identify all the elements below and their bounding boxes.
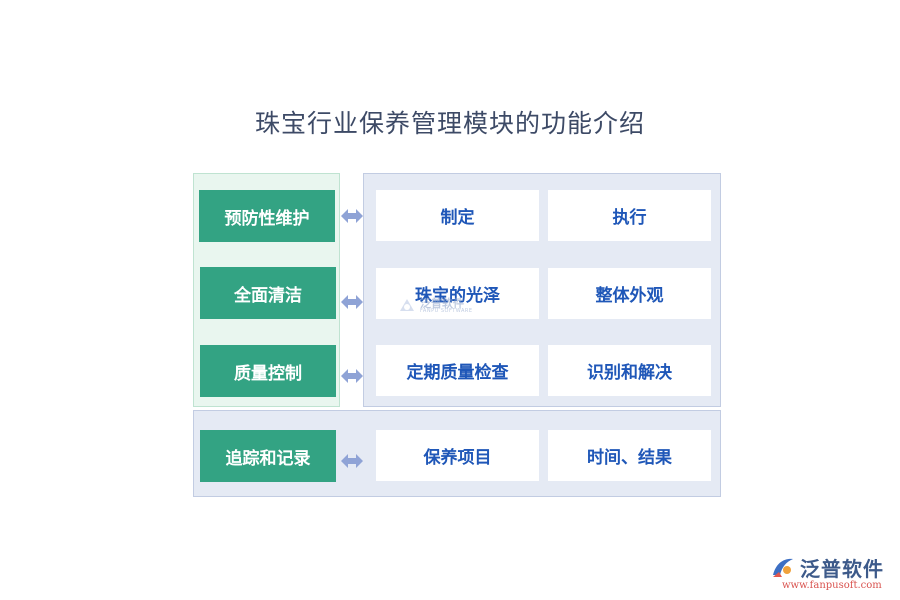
diagram-title: 珠宝行业保养管理模块的功能介绍: [254, 109, 645, 138]
watermark-en: FANPU SOFTWARE: [420, 308, 473, 314]
item-maintenance-project: 保养项目: [376, 430, 539, 481]
double-arrow-icon: [341, 295, 363, 309]
double-arrow-icon: [341, 454, 363, 468]
fanpu-logo: 泛普软件: [770, 553, 884, 582]
logo-url: www.fanpusoft.com: [782, 580, 882, 591]
fanpu-watermark-icon: [400, 299, 414, 311]
category-quality-control: 质量控制: [200, 345, 336, 397]
double-arrow-icon: [341, 209, 363, 223]
item-time-and-result: 时间、结果: [548, 430, 711, 481]
category-tracking-and-recording: 追踪和记录: [200, 430, 336, 482]
item-periodic-quality-check: 定期质量检查: [376, 345, 539, 396]
item-formulate: 制定: [376, 190, 539, 241]
item-identify-and-resolve: 识别和解决: [548, 345, 711, 396]
item-execute: 执行: [548, 190, 711, 241]
watermark: 泛普软件 FANPU SOFTWARE: [398, 297, 473, 315]
category-preventive-maintenance: 预防性维护: [199, 190, 335, 242]
double-arrow-icon: [341, 369, 363, 383]
logo-name: 泛普软件: [800, 557, 884, 581]
item-overall-appearance: 整体外观: [548, 268, 711, 319]
category-full-cleaning: 全面清洁: [200, 267, 336, 319]
watermark-cn: 泛普软件: [420, 297, 464, 310]
fanpu-logo-icon: [773, 558, 793, 577]
